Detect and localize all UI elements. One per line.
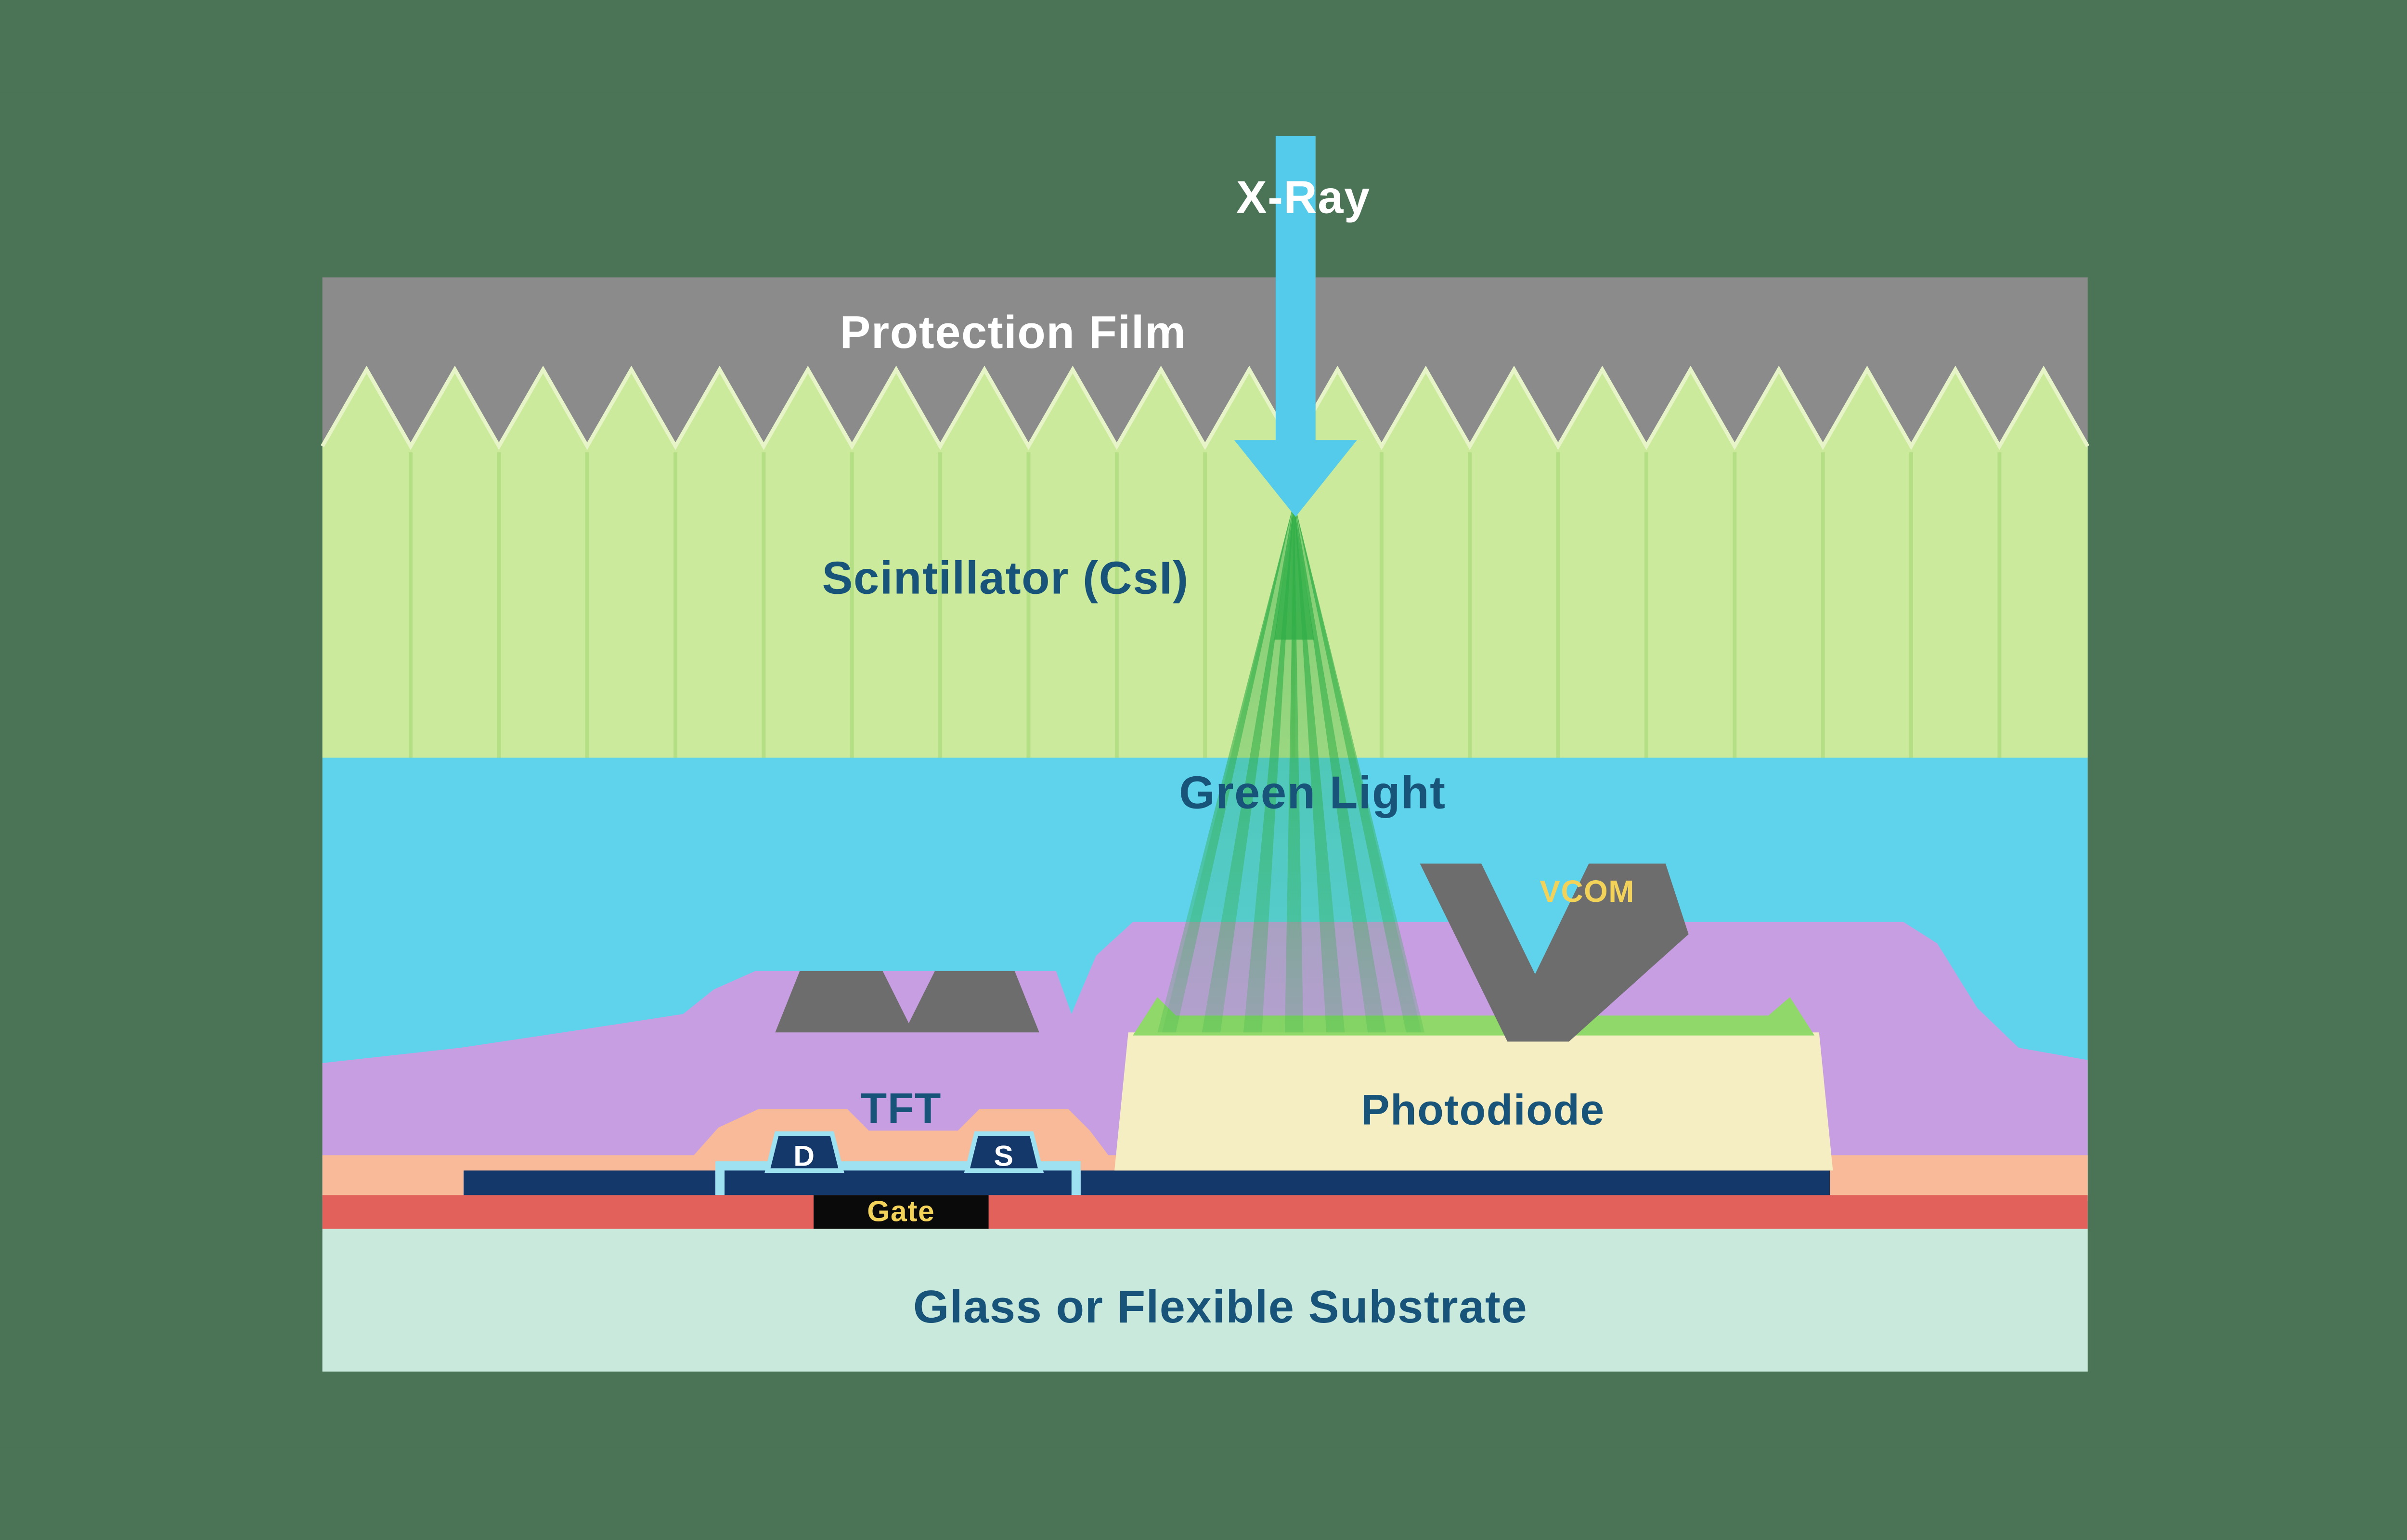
tft-channel [725, 1170, 1072, 1195]
vcom-label: VCOM [1540, 874, 1635, 909]
green-light-ray [1285, 501, 1304, 1033]
scintillator-needle-edge [321, 365, 2090, 450]
substrate-label: Glass or Flexible Substrate [913, 1281, 1527, 1333]
light-shield-left [775, 971, 1039, 1033]
green-light-core [1274, 504, 1314, 640]
vcom-electrode [1420, 863, 1689, 1042]
photodiode-label: Photodiode [1361, 1086, 1605, 1134]
source-pad [964, 1131, 1044, 1173]
xray-arrow-shaft [1275, 136, 1316, 443]
scintillator-label: Scintillator (CsI) [822, 552, 1189, 603]
xray-arrowhead-icon [1234, 440, 1357, 517]
substrate-layer [322, 1229, 2088, 1372]
gate-electrode [814, 1195, 989, 1229]
base-red-layer [322, 1195, 2088, 1229]
photodiode-body [1114, 1032, 1833, 1171]
green-light-label: Green Light [1179, 767, 1446, 819]
data-line-electrode [464, 1170, 1830, 1198]
protection-film-label: Protection Film [840, 307, 1187, 358]
tft-label: TFT [861, 1084, 942, 1132]
xray-label: X-Ray [1236, 171, 1371, 223]
drain-pad [764, 1131, 844, 1173]
protection-film-layer [322, 277, 2088, 449]
vcom-notch [1481, 863, 1589, 975]
source-label: S [994, 1140, 1014, 1172]
xray-arrow [1234, 136, 1357, 517]
drain-label: D [793, 1140, 815, 1172]
gate-label: Gate [867, 1195, 935, 1228]
